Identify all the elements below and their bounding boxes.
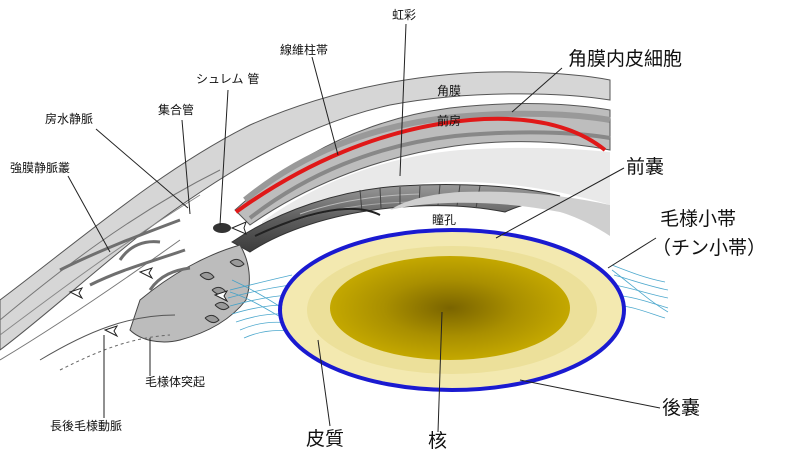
label-cornea: 角膜 [437,84,462,98]
label-trabecular-meshwork: 線維柱帯 [280,43,329,57]
label-anterior-capsule: 前嚢 [626,156,665,178]
label-corneal-endothelium: 角膜内皮細胞 [568,48,683,70]
leader-lines [67,23,661,433]
aqueous-flow-arrows [68,208,381,338]
label-iris: 虹彩 [392,8,417,22]
label-scleral-venous-plexus: 強膜静脈叢 [10,161,71,175]
label-schlemm-canal: シュレム 管 [196,72,260,86]
label-ciliary-process: 毛様体突起 [145,375,206,389]
zonule-fibers [227,264,669,339]
label-nucleus: 核 [428,430,448,452]
cornea-layers [234,103,611,226]
label-aqueous-vein: 房水静脈 [45,112,94,126]
label-cortex: 皮質 [306,428,345,450]
pupil-region [390,191,610,236]
scleral-venous-plexus [59,218,191,291]
corneal-endothelium-line [234,116,607,214]
lens-nucleus [330,256,570,360]
lens [278,228,626,392]
label-pupil: 瞳孔 [432,213,457,227]
anterior-chamber [262,147,610,232]
label-zonule: 毛様小帯 [660,208,737,230]
lens-capsule [278,228,626,392]
label-posterior-capsule: 後嚢 [662,397,701,419]
ciliary-body [39,244,250,371]
schlemm-canal [213,223,231,233]
label-zonule-alt: （チン小帯） [652,237,767,259]
label-anterior-chamber: 前房 [437,114,462,128]
label-long-posterior-ciliary-artery: 長後毛様動脈 [50,419,123,433]
sclera [0,71,611,361]
label-collector-channel: 集合管 [158,103,195,117]
